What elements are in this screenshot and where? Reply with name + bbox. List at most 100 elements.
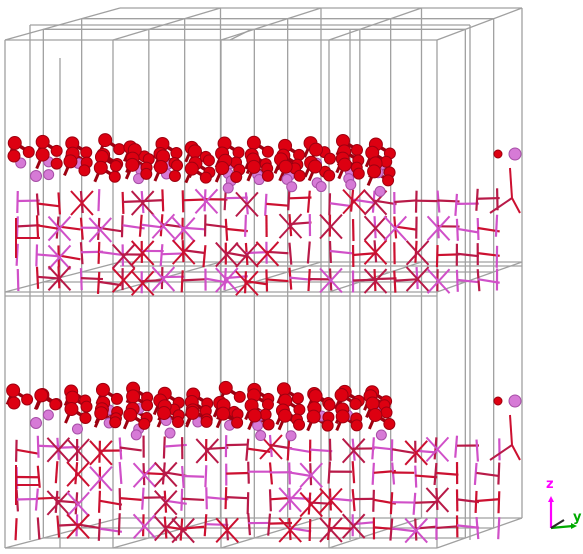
bond	[225, 251, 248, 258]
bond	[319, 517, 343, 543]
bond	[327, 461, 332, 484]
bond	[475, 188, 479, 211]
bond	[35, 244, 39, 267]
bond	[476, 498, 499, 503]
bond	[353, 278, 376, 282]
oxygen-atom	[293, 148, 306, 161]
bond	[319, 213, 343, 240]
bond	[46, 437, 71, 463]
oxygen-atom	[291, 392, 304, 405]
bond	[89, 466, 113, 492]
oxygen-atom	[261, 169, 274, 182]
cell-edge	[328, 7, 422, 41]
oxygen-atom	[140, 167, 153, 180]
bond	[99, 250, 122, 256]
bond	[16, 268, 20, 292]
bond	[66, 491, 90, 518]
bond	[341, 437, 366, 464]
bond	[497, 491, 501, 514]
bond	[494, 214, 499, 237]
bond	[392, 527, 415, 533]
z-axis-label: z	[546, 477, 554, 492]
bond	[15, 216, 19, 239]
y-axis-arrowhead	[571, 523, 577, 529]
bond	[476, 471, 499, 478]
bond	[414, 190, 418, 213]
bond	[132, 462, 157, 488]
bond	[342, 188, 366, 215]
oxygen-atom	[113, 143, 126, 156]
oxygen-atom	[259, 408, 272, 421]
bond	[182, 497, 205, 502]
bond	[289, 471, 312, 478]
bond	[255, 241, 280, 267]
oxygen-atom	[352, 167, 365, 180]
bond	[96, 271, 101, 294]
cell-edge	[436, 261, 523, 293]
bond	[224, 487, 228, 510]
oxygen-atom	[49, 398, 62, 411]
bond	[215, 241, 239, 268]
bond	[14, 518, 18, 541]
bond	[308, 518, 312, 542]
bond	[182, 278, 205, 282]
oxygen-atom	[109, 159, 122, 172]
bond	[372, 489, 375, 512]
bond	[180, 488, 184, 511]
bond	[151, 266, 176, 292]
bond	[435, 245, 439, 268]
oxygen-atom	[22, 146, 35, 159]
bond	[58, 254, 81, 261]
cation-atom	[315, 181, 327, 193]
oxygen-atom	[382, 174, 395, 187]
cell-edge	[436, 517, 523, 549]
bond	[266, 202, 289, 207]
cation-atom	[374, 185, 386, 197]
bond	[278, 517, 302, 543]
bond	[57, 192, 62, 215]
bond	[405, 240, 430, 266]
bond	[195, 438, 220, 464]
oxygen-atom	[368, 407, 383, 422]
bond	[267, 513, 272, 536]
bond	[489, 444, 513, 461]
bond	[497, 462, 501, 485]
bond	[89, 440, 113, 466]
oxygen-atom	[367, 164, 382, 179]
bond	[497, 517, 501, 540]
cell-edge	[4, 261, 121, 293]
oxygen-atom	[79, 412, 92, 425]
bond	[66, 461, 90, 487]
oxygen-atom	[34, 388, 49, 403]
bond	[269, 521, 293, 525]
cell-edge	[220, 517, 322, 549]
bond	[97, 189, 101, 212]
bond	[299, 491, 323, 518]
oxygen-atom	[141, 399, 154, 412]
bond	[363, 268, 388, 294]
bond	[164, 443, 187, 448]
cation-atom	[164, 427, 176, 439]
bond	[159, 244, 164, 267]
bond	[299, 462, 323, 488]
bond	[97, 241, 101, 264]
bond	[235, 270, 259, 296]
z-axis-arrowhead	[548, 496, 554, 502]
oxygen-atom	[306, 409, 321, 424]
bond	[425, 436, 450, 463]
bond	[433, 462, 438, 486]
bond	[36, 275, 60, 280]
oxygen-atom	[334, 388, 349, 403]
bond	[363, 215, 388, 241]
y-axis-arrow	[550, 524, 574, 530]
bond	[351, 461, 356, 484]
bond	[66, 513, 90, 540]
oxygen-atom	[350, 419, 363, 432]
cell-edge	[220, 261, 322, 293]
cation-atom	[222, 182, 234, 194]
bond	[17, 224, 40, 228]
bond	[36, 253, 60, 258]
bond	[389, 492, 394, 515]
